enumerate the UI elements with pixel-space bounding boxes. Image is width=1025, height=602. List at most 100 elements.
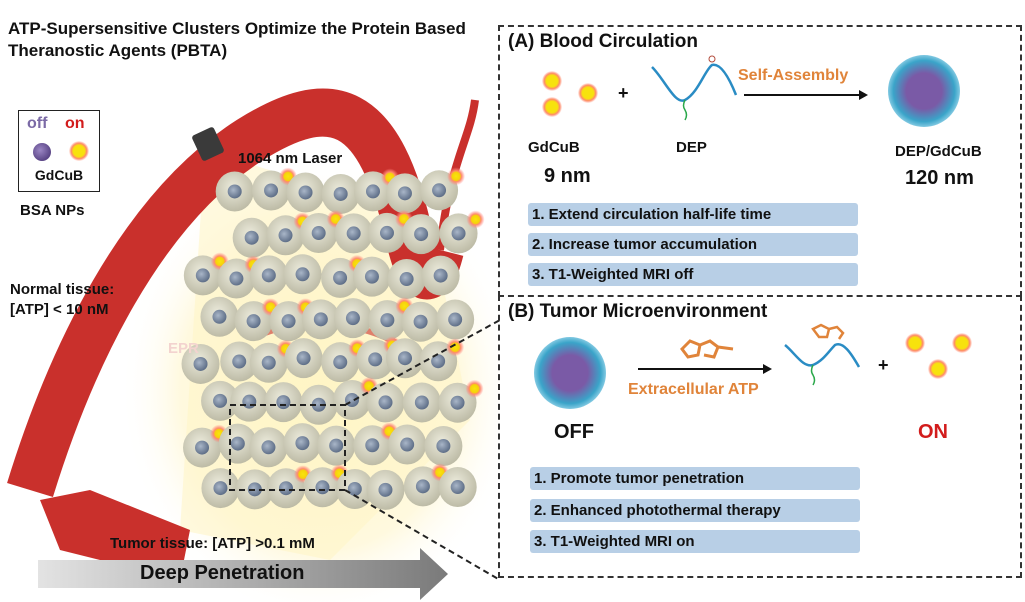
cell-nucleus <box>415 479 430 494</box>
feature-item: 3. T1-Weighted MRI on <box>530 530 860 553</box>
legend-caption: BSA NPs <box>20 202 85 219</box>
cell-nucleus <box>432 183 447 198</box>
blood-vessel <box>7 88 464 498</box>
cell-nucleus <box>451 226 466 241</box>
cell-nucleus <box>397 186 412 201</box>
dep-gdcub-assembly-icon <box>888 55 960 127</box>
cell-nucleus <box>365 438 380 453</box>
feature-item: 1. Promote tumor penetration <box>530 467 860 490</box>
on-particle-icon <box>465 379 484 398</box>
on-particle-icon <box>905 333 925 353</box>
legend-particle-name: GdCuB <box>34 167 84 183</box>
cell-nucleus <box>368 352 383 367</box>
plus-sign: + <box>618 83 629 103</box>
cell-nucleus <box>450 395 465 410</box>
feature-item: 1. Extend circulation half-life time <box>528 203 858 226</box>
cell-nucleus <box>281 314 296 329</box>
vessel-cutaway <box>40 490 190 580</box>
cell-nucleus <box>298 185 313 200</box>
cell-nucleus <box>431 354 446 369</box>
legend-on-label: on <box>65 115 85 132</box>
cell-nucleus <box>333 355 348 370</box>
arrow-icon <box>744 90 868 100</box>
cell-nucleus <box>242 394 257 409</box>
feature-item: 2. Increase tumor accumulation <box>528 233 858 256</box>
tumor-tissue-label: Tumor tissue: [ATP] >0.1 mM <box>110 535 315 552</box>
gdcub-particle-icon <box>542 71 562 91</box>
cell-nucleus <box>295 436 310 451</box>
dep-gdcub-size: 120 nm <box>905 167 974 189</box>
cell-nucleus <box>450 480 465 495</box>
cell-nucleus <box>264 183 279 198</box>
cell-nucleus <box>398 351 413 366</box>
deep-penetration-arrow <box>38 548 448 600</box>
gdcub-particle-icon <box>542 97 562 117</box>
cell-nucleus <box>232 354 247 369</box>
on-particle-icon <box>466 210 485 229</box>
cell-nucleus <box>315 480 330 495</box>
cell-nucleus <box>295 267 310 282</box>
cell-nucleus <box>380 313 395 328</box>
cell-nucleus <box>448 312 463 327</box>
cell-nucleus <box>246 314 261 329</box>
cell-nucleus <box>329 438 344 453</box>
cell-nucleus <box>229 271 244 286</box>
cell-nucleus <box>296 351 311 366</box>
normal-tissue-line1: Normal tissue: <box>10 281 115 298</box>
off-state-label: OFF <box>554 421 594 443</box>
on-particle-icon <box>928 359 948 379</box>
cell-nucleus <box>213 393 228 408</box>
normal-tissue-line2: [ATP] < 10 nM <box>10 301 109 318</box>
cell-nucleus <box>261 268 276 283</box>
cell-nucleus <box>436 438 451 453</box>
panel-blood-circulation: (A) Blood Circulation + Self-Assembly Gd… <box>498 25 1022 297</box>
dep-label: DEP <box>676 139 707 156</box>
tumor-illustration <box>7 88 500 602</box>
panel-b-title: (B) Tumor Microenvironment <box>508 301 768 322</box>
deep-penetration-label: Deep Penetration <box>140 562 305 584</box>
cell-nucleus <box>278 481 293 496</box>
gdcub-size: 9 nm <box>544 165 591 187</box>
cell-nucleus <box>244 230 259 245</box>
cell-nucleus <box>212 309 227 324</box>
legend-off-label: off <box>27 115 48 132</box>
cell-nucleus <box>276 395 291 410</box>
feature-item: 3. T1-Weighted MRI off <box>528 263 858 286</box>
on-particle-icon <box>447 167 466 186</box>
cell-nucleus <box>400 437 415 452</box>
cell-nucleus <box>378 482 393 497</box>
off-particle-icon <box>33 143 51 161</box>
gdcub-label: GdCuB <box>528 139 580 156</box>
tumor-cells <box>181 167 485 510</box>
dep-polymer-icon <box>651 55 738 121</box>
cell-nucleus <box>311 397 326 412</box>
cell-nucleus <box>414 227 429 242</box>
dep-atp-complex-icon <box>784 323 861 386</box>
gdcub-particle-icon <box>578 83 598 103</box>
cell-nucleus <box>278 228 293 243</box>
cell-nucleus <box>193 356 208 371</box>
cell-nucleus <box>413 314 428 329</box>
cell-nucleus <box>195 268 210 283</box>
on-state-label: ON <box>918 421 948 443</box>
cell-nucleus <box>261 440 276 455</box>
cell-nucleus <box>311 226 326 241</box>
cell-nucleus <box>378 395 393 410</box>
atp-molecule-icon <box>680 339 734 359</box>
cell-nucleus <box>433 268 448 283</box>
cell-nucleus <box>213 481 228 496</box>
cell-nucleus <box>333 186 348 201</box>
panel-a-title: (A) Blood Circulation <box>508 31 698 52</box>
cell-nucleus <box>195 440 210 455</box>
extracellular-atp-label: Extracellular ATP <box>628 381 759 398</box>
on-particle-icon <box>952 333 972 353</box>
dep-gdcub-label: DEP/GdCuB <box>895 143 982 160</box>
epr-label: EPR <box>168 340 199 357</box>
cell-nucleus <box>365 184 380 199</box>
on-particle-icon <box>69 141 89 161</box>
plus-sign: + <box>878 355 889 375</box>
cell-nucleus <box>230 436 245 451</box>
legend-box: off on GdCuB <box>18 110 100 192</box>
figure-title: ATP-Supersensitive Clusters Optimize the… <box>8 19 466 60</box>
cell-nucleus <box>347 481 362 496</box>
